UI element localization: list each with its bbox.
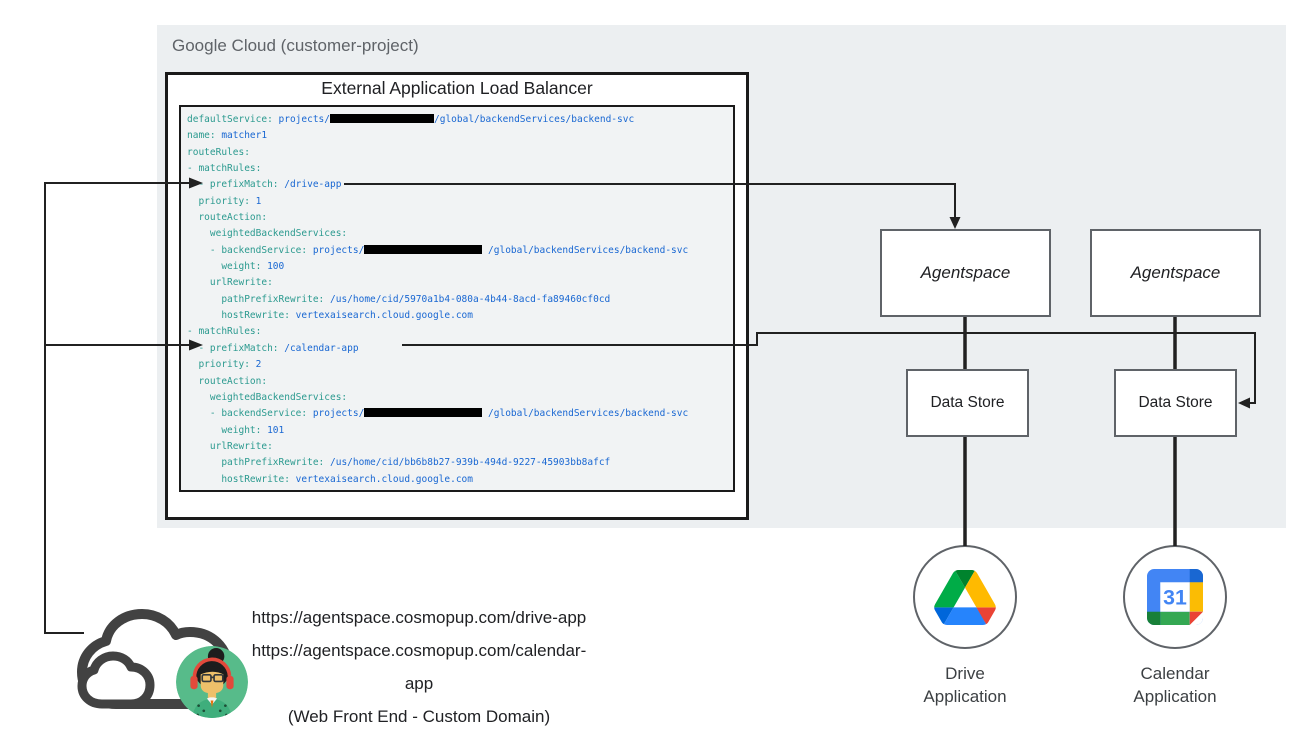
google-calendar-icon: 31 [1147,569,1203,625]
yaml-config-line: - prefixMatch: /calendar-app [187,342,359,354]
yaml-config-line: defaultService: projects//global/backend… [187,114,635,125]
yaml-config-line: pathPrefixRewrite: /us/home/cid/bb6b8b27… [187,457,611,469]
frontend-caption: (Web Front End - Custom Domain) [287,707,551,726]
yaml-config-line: weight: 100 [187,261,285,273]
agentspace-label: Agentspace [920,263,1011,282]
calendar-app-circle: 31 [1123,545,1227,649]
yaml-config-line: - backendService: projects/ /global/back… [187,408,689,420]
shirt [192,698,232,718]
tie [210,700,214,708]
redaction-bar [330,114,434,123]
yaml-config-line: urlRewrite: [187,440,273,452]
redaction-bar [364,408,483,418]
yaml-config-line: name: matcher1 [187,130,268,142]
calendar-day-text: 31 [1163,586,1187,610]
yaml-config-line: routeAction: [187,212,268,224]
yaml-config-line: weight: 101 [187,424,285,436]
yaml-config-line: priority: 2 [187,359,262,371]
datastore-label: Data Store [1138,394,1213,411]
yaml-config-line: urlRewrite: [187,277,273,289]
frontend-url-calendar: https://agentspace.cosmopup.com/calendar… [251,641,587,693]
yaml-config-line: pathPrefixRewrite: /us/home/cid/5970a1b4… [187,293,611,305]
yaml-config-line: weightedBackendServices: [187,228,348,240]
yaml-config-line: - backendService: projects/ /global/back… [187,244,689,256]
url-map-config-box: defaultService: projects//global/backend… [179,105,735,492]
yaml-config-line: - matchRules: [187,326,262,338]
headphones [192,657,232,678]
calendar-app-label: Calendar Application [1133,664,1217,706]
yaml-config-line: routeRules: [187,146,250,158]
google-cloud-panel-label: Google Cloud (customer-project) [172,36,419,55]
frontend-urls: https://agentspace.cosmopup.com/drive-ap… [248,601,590,733]
user-avatar [176,646,248,718]
datastore-label: Data Store [930,394,1005,411]
yaml-config: defaultService: projects//global/backend… [181,107,733,488]
agentspace-label: Agentspace [1130,263,1221,282]
datastore-box-drive: Data Store [906,369,1029,437]
agentspace-box-drive: Agentspace [880,229,1051,317]
drive-app-label: Drive Application [923,664,1007,706]
load-balancer-title: External Application Load Balancer [321,78,593,98]
frontend-url-drive: https://agentspace.cosmopup.com/drive-ap… [251,608,587,627]
yaml-config-line: routeAction: [187,375,268,387]
yaml-config-line: hostRewrite: vertexaisearch.cloud.google… [187,310,473,322]
yaml-config-line: - prefixMatch: /drive-app [187,179,342,191]
redaction-bar [364,244,483,254]
drive-app-circle [913,545,1017,649]
datastore-box-calendar: Data Store [1114,369,1237,437]
yaml-config-line: weightedBackendServices: [187,391,348,403]
yaml-config-line: hostRewrite: vertexaisearch.cloud.google… [187,473,473,485]
yaml-config-line: priority: 1 [187,195,262,207]
yaml-config-line: - matchRules: [187,163,262,175]
google-drive-icon [934,569,996,625]
agentspace-box-calendar: Agentspace [1090,229,1261,317]
